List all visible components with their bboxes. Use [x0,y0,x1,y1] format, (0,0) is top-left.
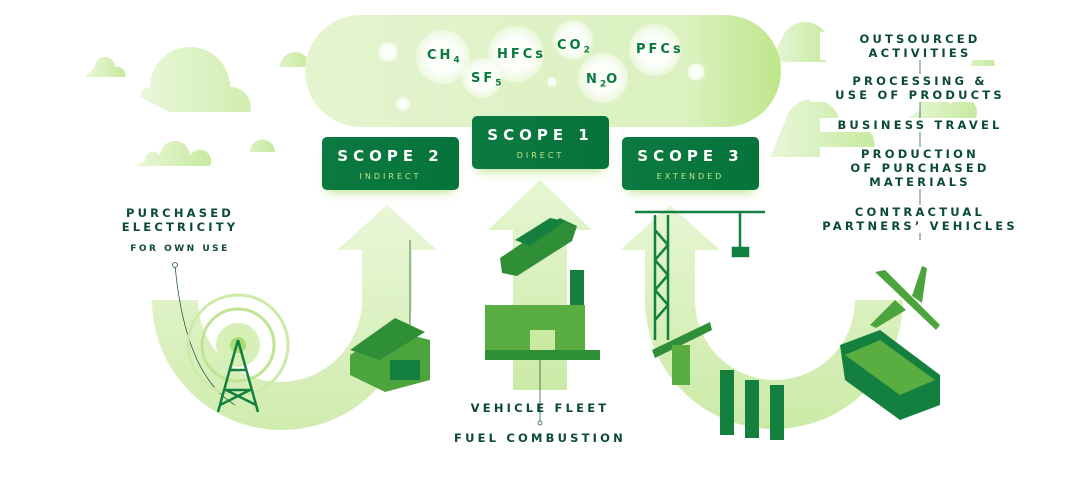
gas-ch4: CH4 [427,48,460,66]
scope-arrows [152,180,903,430]
scope-1-box: SCOPE 1 DIRECT [472,116,609,169]
gas-cloud [305,15,781,127]
gas-pfcs: PFCs [636,42,684,57]
vehicle-fleet-label: VEHICLE FLEET [470,401,610,415]
scope-1-subtitle: DIRECT [516,151,565,160]
radio-tower-icon [186,293,290,413]
gas-co2: CO2 [557,38,590,56]
industry-chimneys-icon [720,370,784,440]
gas-station-icon [652,322,712,385]
scope-2-title: SCOPE 2 [337,147,444,165]
house-icon [350,318,430,392]
scope-3-subtitle: EXTENDED [656,172,725,181]
bus-icon [840,330,940,420]
gas-sf5: SF5 [471,71,502,89]
crane-icon [635,210,765,340]
scope-3-title: SCOPE 3 [637,147,744,165]
processing-use-label: PROCESSING &USE OF PRODUCTS [810,74,1030,102]
gas-n2o: N2O [586,72,621,90]
fuel-combustion-label: FUEL COMBUSTION [454,431,626,445]
scope-2-subtitle: INDIRECT [359,172,422,181]
gas-bubbles [378,20,705,111]
gas-hfcs: HFCs [497,47,547,62]
airplane-icon [870,266,940,330]
factory-icon [485,270,600,360]
business-travel-label: BUSINESS TRAVEL [820,118,1020,132]
car-icon [500,218,577,276]
scope-3-box: SCOPE 3 EXTENDED [622,137,759,190]
scope-1-title: SCOPE 1 [487,126,594,144]
scope-2-box: SCOPE 2 INDIRECT [322,137,459,190]
